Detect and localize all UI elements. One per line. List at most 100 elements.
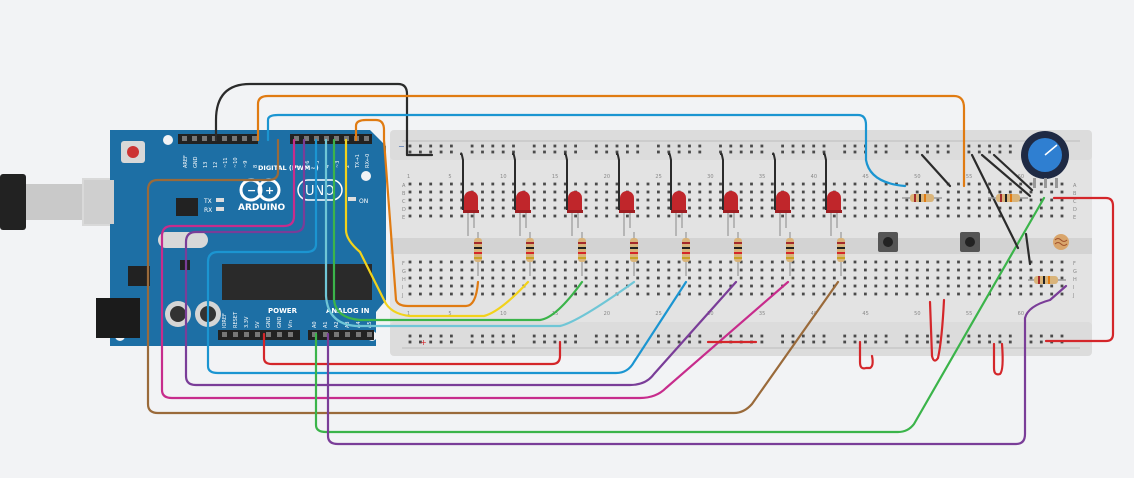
rail-minus: − (398, 142, 405, 151)
resistor-group (474, 232, 845, 276)
pin-label: A0 (312, 321, 318, 328)
row-label: E (402, 215, 405, 221)
push-button-1[interactable] (878, 232, 898, 252)
row-label: I (402, 285, 403, 291)
uno-badge: UNO (297, 179, 343, 201)
column-label: 5 (448, 311, 451, 317)
column-label: 35 (759, 311, 765, 317)
arduino-brand: ARDUINO (238, 203, 286, 213)
digital-label: DIGITAL (PWM~) (258, 164, 319, 172)
wire-green-a0 (314, 196, 1046, 434)
column-label: 10 (500, 311, 506, 317)
pin-label: ~9 (243, 161, 249, 168)
pin-label: 8 (253, 165, 259, 168)
pin-label: RESET (233, 311, 239, 328)
wire-orange-top (256, 94, 966, 188)
wire-red-gnd-2 (858, 340, 874, 370)
wire-red-gnd-4 (992, 342, 1004, 376)
pin-label: ~11 (223, 157, 229, 168)
wire-orange-d1 (354, 118, 480, 308)
column-label: 10 (500, 174, 506, 180)
led[interactable] (619, 191, 635, 236)
pin-label: A1 (323, 321, 329, 328)
column-label: 45 (862, 174, 868, 180)
led[interactable] (515, 191, 531, 236)
column-label: 45 (862, 311, 868, 317)
led[interactable] (567, 191, 583, 236)
svg-text:UNO: UNO (305, 184, 334, 199)
column-label: 55 (966, 311, 972, 317)
row-label: B (402, 191, 406, 197)
pin-label: RX←0 (365, 154, 371, 168)
voltage-regulator (176, 198, 198, 216)
resistor-h2 (988, 194, 1028, 202)
pin-label: 12 (213, 162, 219, 168)
wires (146, 82, 1115, 446)
breadboard-holes (408, 144, 1064, 344)
atmega-chip (222, 264, 372, 300)
row-label: A (402, 183, 406, 189)
analog-label: ANALOG IN (326, 307, 370, 315)
wire-teal (324, 138, 636, 328)
column-label: 30 (707, 311, 713, 317)
wire-red-5v (262, 332, 562, 366)
potentiometer[interactable] (1021, 131, 1069, 188)
column-label: 35 (759, 174, 765, 180)
row-label: D (1073, 207, 1077, 213)
wire-yellow (344, 138, 530, 318)
column-label: 60 (1018, 174, 1024, 180)
row-label: J (401, 293, 403, 299)
column-label: 5 (448, 174, 451, 180)
resistor (578, 232, 586, 276)
row-label: I (1073, 285, 1074, 291)
power-jack (96, 298, 140, 338)
column-label: 60 (1018, 311, 1024, 317)
led[interactable] (723, 191, 739, 236)
power-label: POWER (268, 307, 298, 315)
column-label: 20 (604, 311, 610, 317)
column-label: 1 (407, 174, 410, 180)
column-label: 40 (811, 174, 817, 180)
row-label: F (1073, 261, 1076, 267)
column-label: 1 (407, 311, 410, 317)
column-label: 25 (655, 311, 661, 317)
wire-red-gnd-3 (928, 298, 946, 362)
wire-blue-top (266, 113, 907, 188)
wire-red-right (1044, 196, 1115, 343)
led[interactable] (775, 191, 791, 236)
tx-label: TX (203, 198, 212, 205)
column-label: 50 (914, 174, 920, 180)
column-label: 55 (966, 174, 972, 180)
resistor (526, 232, 534, 276)
reset-button[interactable] (121, 141, 145, 163)
row-label: A (1073, 183, 1077, 189)
row-label: C (402, 199, 406, 205)
pin-label: Vin (288, 320, 294, 328)
pin-label: A2 (334, 321, 340, 328)
led[interactable] (463, 191, 479, 236)
push-button-2[interactable] (960, 232, 980, 252)
column-label: 15 (552, 311, 558, 317)
column-label: 20 (604, 174, 610, 180)
svg-text:+: + (265, 184, 274, 197)
row-label: H (1073, 277, 1077, 283)
row-label: G (1073, 269, 1077, 275)
led[interactable] (826, 191, 842, 236)
wire-black-diag5 (1024, 232, 1032, 266)
pin-label: 13 (203, 162, 209, 168)
pin-label: AREF (183, 155, 189, 168)
led[interactable] (671, 191, 687, 236)
pin-label: GND (277, 316, 283, 328)
rx-label: RX (204, 207, 212, 214)
pin-label: ~5 (315, 161, 321, 168)
on-label: ON (359, 198, 368, 205)
photoresistor[interactable] (1053, 234, 1069, 250)
resistor (474, 232, 482, 276)
row-label: H (402, 277, 406, 283)
wire-green-d (332, 138, 584, 322)
wire-magenta (160, 138, 790, 400)
crystal (158, 232, 208, 248)
